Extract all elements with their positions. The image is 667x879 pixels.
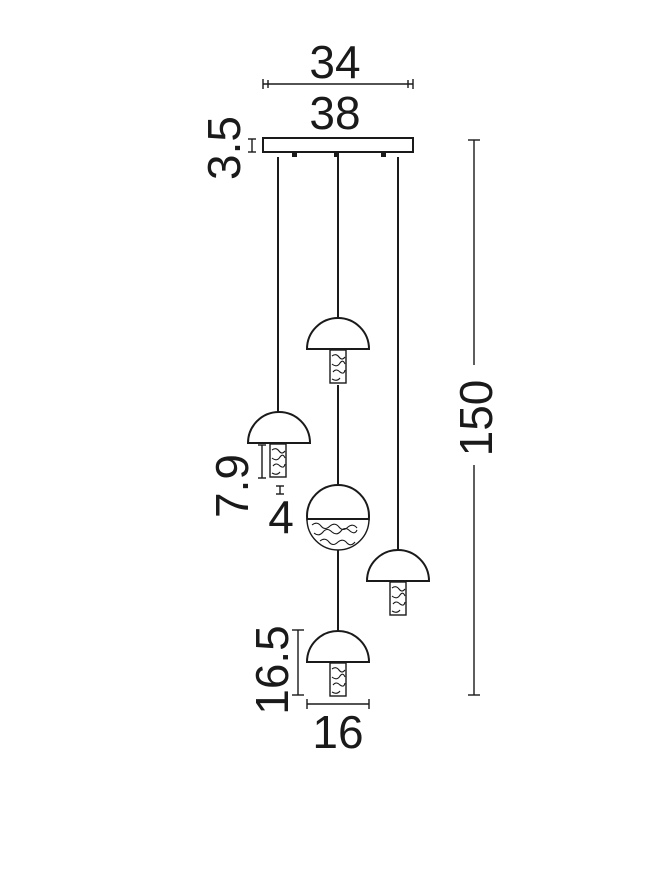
dome-shade — [365, 549, 431, 582]
canopy-screw-left — [292, 152, 297, 157]
dome-shade — [305, 317, 371, 350]
dome-shade — [246, 411, 312, 444]
label-canopy-height: 3.5 — [198, 116, 250, 180]
dimension-pattern-height: 4 — [268, 485, 294, 543]
dimension-total-height: 150 — [450, 139, 502, 696]
pendant-center-lower — [305, 630, 371, 697]
globe-decorated-band — [306, 518, 370, 551]
suspension-cables — [277, 157, 399, 632]
canopy-screw-right — [381, 152, 386, 157]
canopy-plate — [262, 137, 414, 153]
label-pattern-height: 4 — [268, 491, 294, 543]
dimension-shade-diameter: 16 — [306, 699, 370, 758]
canopy-screw-center — [334, 152, 339, 157]
label-total-height: 150 — [450, 380, 502, 457]
dome-shade — [305, 630, 371, 663]
pendant-center-upper — [305, 317, 371, 384]
label-pendant-height: 7.9 — [206, 454, 258, 518]
ceiling-canopy — [262, 137, 414, 157]
pendant-left — [246, 411, 312, 478]
label-canopy-outer-width: 38 — [309, 87, 360, 139]
dimension-pendant-height: 7.9 — [206, 444, 266, 518]
label-shade-diameter: 16 — [312, 706, 363, 758]
dimension-shade-height: 16.5 — [246, 625, 304, 715]
decorated-cylinder — [329, 349, 347, 384]
dimension-canopy-height: 3.5 — [198, 116, 256, 180]
dimension-canopy-inner-width: 34 — [262, 36, 414, 89]
pendant-center-globe — [306, 484, 370, 551]
label-shade-height: 16.5 — [246, 625, 298, 715]
decorated-cylinder — [389, 581, 407, 616]
decorated-cylinder — [269, 443, 287, 478]
label-canopy-inner-width: 34 — [309, 36, 360, 88]
decorated-cylinder — [329, 662, 347, 697]
pendant-right — [365, 549, 431, 616]
